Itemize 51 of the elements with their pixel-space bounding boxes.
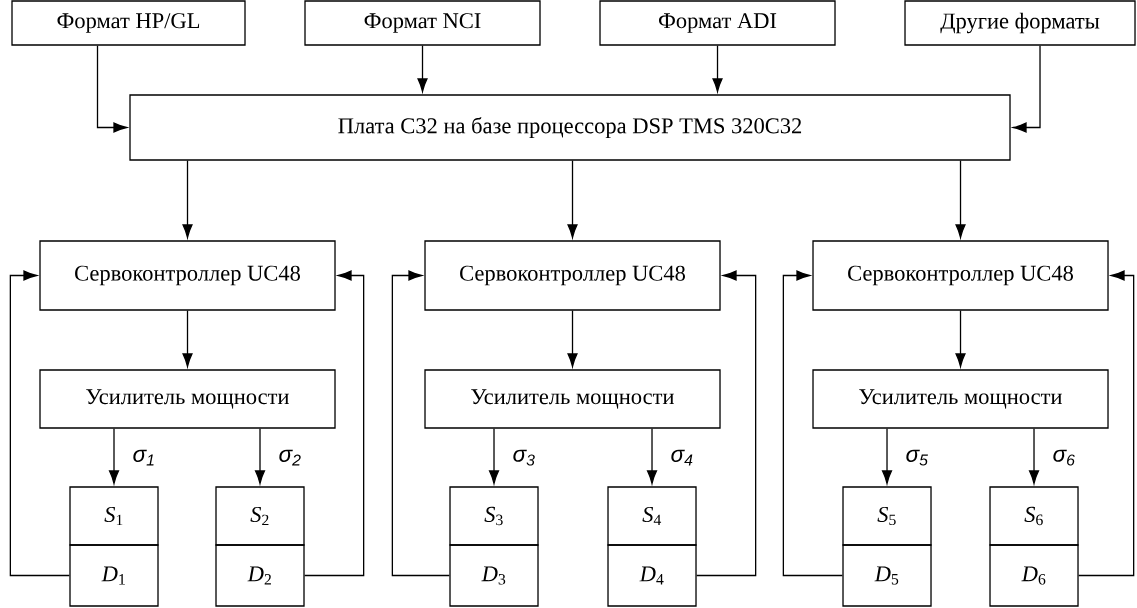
- sensor-cell: S$_{4}$: [607, 486, 697, 546]
- motor-cell: D$_{4}$: [607, 544, 697, 607]
- sensor-cell: S$_{3}$: [449, 486, 539, 546]
- arrow: [955, 310, 966, 368]
- format-box: Формат HP/GL: [11, 0, 246, 46]
- arrow: [696, 270, 757, 577]
- sensor-cell: S$_{6}$: [989, 486, 1079, 546]
- motor-cell: D$_{1}$: [69, 544, 159, 607]
- arrow: [567, 160, 578, 239]
- arrow: [1012, 45, 1041, 133]
- arrow: [567, 310, 578, 368]
- arrow: [108, 428, 120, 485]
- sensor-cell: S$_{1}$: [69, 486, 159, 546]
- format-box: Формат NCI: [304, 0, 541, 46]
- arrow: [1028, 428, 1040, 485]
- sensor-cell: S$_{5}$: [842, 486, 932, 546]
- amplifier-box: Усилитель мощности: [812, 369, 1109, 429]
- arrow: [488, 428, 500, 485]
- format-box: Другие форматы: [904, 0, 1136, 46]
- arrow: [182, 310, 193, 368]
- controller-box: Сервоконтроллер UC48: [812, 240, 1109, 311]
- motor-cell: D$_{3}$: [449, 544, 539, 607]
- edge-label: σ$_{2}$: [279, 449, 301, 466]
- edge-label: σ$_{4}$: [671, 449, 693, 466]
- arrow: [182, 160, 193, 239]
- edge-label: σ$_{3}$: [513, 449, 535, 466]
- arrow: [391, 270, 450, 577]
- motor-cell: D$_{6}$: [989, 544, 1079, 607]
- format-box: Формат ADI: [599, 0, 836, 46]
- arrow: [96, 45, 128, 133]
- edge-label: σ$_{6}$: [1053, 449, 1075, 466]
- arrow: [254, 428, 266, 485]
- arrow: [881, 428, 893, 485]
- arrow: [712, 45, 723, 93]
- arrow: [9, 270, 70, 577]
- amplifier-box: Усилитель мощности: [39, 369, 336, 429]
- arrow: [417, 45, 428, 93]
- edge-label: σ$_{5}$: [906, 449, 928, 466]
- controller-box: Сервоконтроллер UC48: [424, 240, 721, 311]
- motor-cell: D$_{2}$: [215, 544, 305, 607]
- arrow: [955, 160, 966, 239]
- arrow: [304, 270, 365, 577]
- arrow: [782, 270, 843, 577]
- amplifier-box: Усилитель мощности: [424, 369, 721, 429]
- controller-box: Сервоконтроллер UC48: [39, 240, 336, 311]
- board-box: Плата C32 на базе процессора DSP TMS 320C32: [129, 94, 1011, 161]
- arrow: [646, 428, 658, 485]
- arrow: [1078, 270, 1135, 577]
- edge-label: σ$_{1}$: [133, 449, 154, 466]
- motor-cell: D$_{5}$: [842, 544, 932, 607]
- sensor-cell: S$_{2}$: [215, 486, 305, 546]
